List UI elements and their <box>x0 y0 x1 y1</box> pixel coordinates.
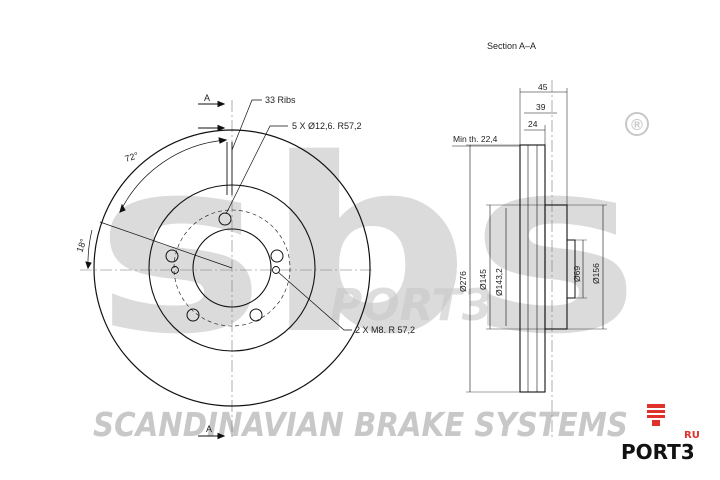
bolt-hole <box>186 308 200 322</box>
piston-icon <box>647 404 665 426</box>
sbs-logo-watermark: sbs <box>95 107 640 387</box>
bolt-hole <box>218 212 232 226</box>
sbs-watermark: sbs ® SCANDINAVIAN BRAKE SYSTEMS PORT3 <box>93 107 649 444</box>
section-arrow-top-lower-head <box>217 124 226 132</box>
dia-143-2-label: Ø143,2 <box>494 268 504 296</box>
thread-holes-leader <box>277 271 352 331</box>
bolt-hole <box>165 249 179 263</box>
angle-18-label: 18° <box>74 237 88 254</box>
section-arrow-bottom-head <box>217 432 226 440</box>
section-marker-top: A <box>204 93 210 103</box>
front-view <box>80 99 372 440</box>
dia-69-label: Ø69 <box>572 266 582 282</box>
section-marker-bottom: A <box>206 424 212 434</box>
badge-suffix: RU <box>684 430 700 441</box>
dia-145-label: Ø145 <box>478 269 488 290</box>
badge-brand: PORT3 <box>621 440 695 464</box>
section-title: Section A–A <box>487 41 536 51</box>
section-view <box>452 80 607 440</box>
angle-18-arrow <box>85 261 92 270</box>
bolt-circle <box>173 209 291 327</box>
dia-276-label: Ø276 <box>458 271 468 292</box>
dim-39-label: 39 <box>536 102 546 112</box>
section-arrow-top-head <box>217 100 226 108</box>
port3-overlay-watermark: PORT3 <box>330 280 492 331</box>
bore-step <box>566 239 576 299</box>
angle-72-arrow <box>218 137 228 144</box>
angle-ext-line-18 <box>99 221 233 269</box>
angle-72-label: 72° <box>124 150 140 164</box>
ribs-leader <box>231 99 262 151</box>
bolt-hole <box>249 308 263 322</box>
dim-45-label: 45 <box>538 82 548 92</box>
angle-72-arrow-start <box>119 203 126 213</box>
center-bore <box>192 228 272 308</box>
thread-holes-label: 2 X M8. R 57,2 <box>355 325 415 335</box>
thread-hole <box>272 266 280 274</box>
company-name-watermark: SCANDINAVIAN BRAKE SYSTEMS <box>93 405 628 444</box>
registered-mark: ® <box>631 117 643 134</box>
bolt-holes-leader <box>225 125 288 215</box>
disc-outer-edge <box>93 129 371 407</box>
angle-72-arc <box>119 139 227 213</box>
thread-hole <box>171 266 179 274</box>
bolt-holes-label: 5 X Ø12,6. R57,2 <box>292 121 362 131</box>
bolt-hole <box>270 249 284 263</box>
min-thickness-label: Min th. 22,4 <box>453 134 498 144</box>
ribs-label: 33 Ribs <box>265 95 296 105</box>
dim-24-label: 24 <box>528 119 538 129</box>
registered-circle <box>625 112 649 136</box>
dia-156-label: Ø156 <box>591 263 601 284</box>
port3-badge: RU PORT3 <box>621 404 700 464</box>
